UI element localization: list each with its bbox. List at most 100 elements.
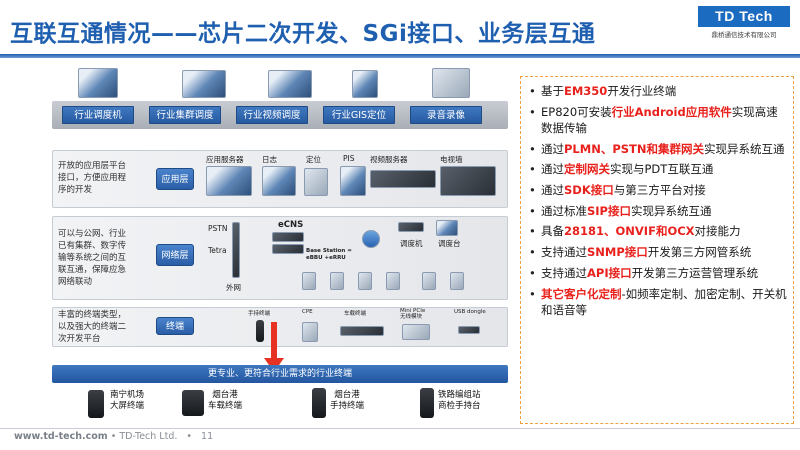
- term-layer-button: 终端: [156, 317, 194, 335]
- trunk-dispatch-photo: [182, 70, 226, 98]
- app-layer-desc: 开放的应用层平台 接口，方便应用程 序的开发: [58, 161, 127, 195]
- switch-device: [398, 222, 424, 232]
- terminal-layer-panel: [52, 307, 508, 347]
- footer: www.td-tech.com • TD-Tech Ltd. • 11: [14, 431, 213, 442]
- rru-2: [330, 272, 344, 290]
- ecns-label: eCNS: [278, 220, 304, 230]
- highlight-text: SDK接口: [564, 183, 614, 198]
- net-layer-desc: 可以与公网、行业 已有集群、数字传 输等系统之间的互 联互通，保障应急 网络联动: [58, 229, 127, 287]
- item-text: 开发第三方运营管理系统: [631, 265, 759, 280]
- dispatcher-photo: [78, 68, 118, 98]
- pis-image: [340, 166, 366, 196]
- item-text: 通过: [541, 183, 564, 198]
- capability-panel: 基于EM350开发行业终端 EP820可安装行业Android应用软件实现高速数据…: [520, 76, 794, 424]
- app-server-label: 应用服务器: [206, 155, 244, 164]
- capability-item: 支持通过API接口开发第三方运营管理系统: [529, 265, 789, 281]
- role-gis: 行业GIS定位: [323, 106, 395, 124]
- usb-dongle-label: USB dongle: [454, 309, 486, 315]
- gis-photo: [352, 70, 378, 98]
- architecture-diagram: 行业调度机 行业集群调度 行业视频调度 行业GIS定位 录音录像 开放的应用层平…: [10, 64, 520, 424]
- rru-3: [358, 272, 372, 290]
- logo-subtitle: 鼎桥通信技术有限公司: [711, 31, 777, 39]
- highlight-text: PLMN、PSTN和集群网关: [564, 141, 705, 156]
- location-label: 定位: [306, 155, 321, 164]
- highlight-text: 其它客户化定制: [541, 286, 622, 301]
- tv-wall-image: [440, 166, 496, 196]
- railway-terminal-image: [420, 388, 434, 418]
- item-text: -如频率定制、加密定制、开关机和语音等: [541, 286, 787, 317]
- handheld-label: 手持终端: [248, 311, 271, 317]
- arrow-shaft: [271, 322, 277, 358]
- capability-item: EP820可安装行业Android应用软件实现高速数据传输: [529, 104, 789, 136]
- footer-company: • TD-Tech Ltd.: [110, 431, 178, 442]
- ecns-server: [272, 232, 304, 242]
- highlight-text: API接口: [587, 265, 632, 280]
- outer-net-label: 外网: [226, 283, 241, 292]
- rru-1: [302, 272, 316, 290]
- term-layer-desc: 丰富的终端类型， 以及强大的终端二 次开发平台: [58, 310, 127, 344]
- item-text: 实现异系统互通: [704, 141, 785, 156]
- item-text: 通过标准: [541, 203, 587, 218]
- base-station-label: Base Station = eBBU +eRRU: [306, 248, 352, 261]
- item-text: 通过: [541, 162, 564, 177]
- railway-terminal-label: 铁路编组站 商检手持台: [438, 390, 481, 411]
- item-text: 支持通过: [541, 245, 587, 260]
- vehicle-image: [340, 326, 384, 336]
- item-text: 基于: [541, 84, 564, 98]
- highlight-text: 定制网关: [564, 162, 610, 177]
- capability-item: 支持通过SNMP接口开发第三方网管系统: [529, 244, 789, 260]
- highlight-text: SIP接口: [587, 203, 631, 218]
- highlight-text: EM350: [564, 84, 608, 98]
- recording-photo: [432, 68, 470, 98]
- highlight-text: 28181、ONVIF和OCX: [564, 224, 695, 239]
- app-layer-button: 应用层: [156, 168, 194, 190]
- role-dispatcher: 行业调度机: [62, 106, 134, 124]
- rru-6: [450, 272, 464, 290]
- highlight-text: SNMP接口: [587, 245, 648, 260]
- console2-label: 调度台: [438, 239, 461, 248]
- capability-list: 基于EM350开发行业终端 EP820可安装行业Android应用软件实现高速数据…: [529, 83, 789, 322]
- capability-item: 通过定制网关实现与PDT互联互通: [529, 161, 789, 177]
- role-video-dispatch: 行业视频调度: [236, 106, 308, 124]
- log-label: 日志: [262, 155, 277, 164]
- item-text: 对接能力: [694, 224, 741, 239]
- industry-terminal-band: 更专业、更符合行业需求的行业终端: [52, 365, 508, 383]
- net-layer-button: 网络层: [156, 244, 194, 266]
- item-text: 与第三方平台对接: [613, 183, 706, 198]
- capability-item: 基于EM350开发行业终端: [529, 83, 789, 99]
- item-text: 具备: [541, 224, 564, 239]
- video-server-image: [370, 170, 436, 188]
- item-text: 实现异系统互通: [631, 203, 712, 218]
- item-text: 开发第三方网管系统: [647, 245, 752, 260]
- tetra-label: Tetra: [208, 246, 227, 255]
- item-text: 实现高速数据传输: [541, 104, 778, 135]
- console1-label: 调度机: [400, 239, 423, 248]
- role-recording: 录音录像: [410, 106, 482, 124]
- capability-item: 具备28181、ONVIF和OCX对接能力: [529, 223, 789, 239]
- item-text: EP820可安装: [541, 104, 612, 119]
- rru-5: [422, 272, 436, 290]
- logo-text: TD Tech: [698, 6, 790, 27]
- yantai-handheld-image: [312, 388, 326, 418]
- footer-separator: •: [186, 431, 193, 442]
- video-server-label: 视频服务器: [370, 155, 408, 164]
- item-text: 开发行业终端: [607, 84, 677, 98]
- router-icon: [362, 230, 380, 248]
- yantai-handheld-label: 烟台港 手持终端: [330, 390, 365, 411]
- vehicle-label: 车载终端: [344, 311, 367, 317]
- cpe-label: CPE: [302, 309, 313, 315]
- capability-item: 通过SDK接口与第三方平台对接: [529, 182, 789, 198]
- footer-site: www.td-tech.com: [14, 431, 108, 442]
- rru-4: [386, 272, 400, 290]
- log-image: [262, 166, 296, 196]
- page-title: 互联互通情况——芯片二次开发、SGi接口、业务层互通: [10, 21, 596, 47]
- role-trunk-dispatch: 行业集群调度: [149, 106, 221, 124]
- cpe-image: [302, 322, 318, 342]
- pstn-label: PSTN: [208, 224, 228, 233]
- gateway-rack: [232, 222, 240, 278]
- band-text: 更专业、更符合行业需求的行业终端: [207, 369, 352, 379]
- minipcie-label: Mini PCIe 无线模块: [400, 308, 426, 320]
- pis-label: PIS: [343, 154, 355, 163]
- ecns-server-2: [272, 244, 304, 254]
- video-dispatch-photo: [268, 70, 312, 98]
